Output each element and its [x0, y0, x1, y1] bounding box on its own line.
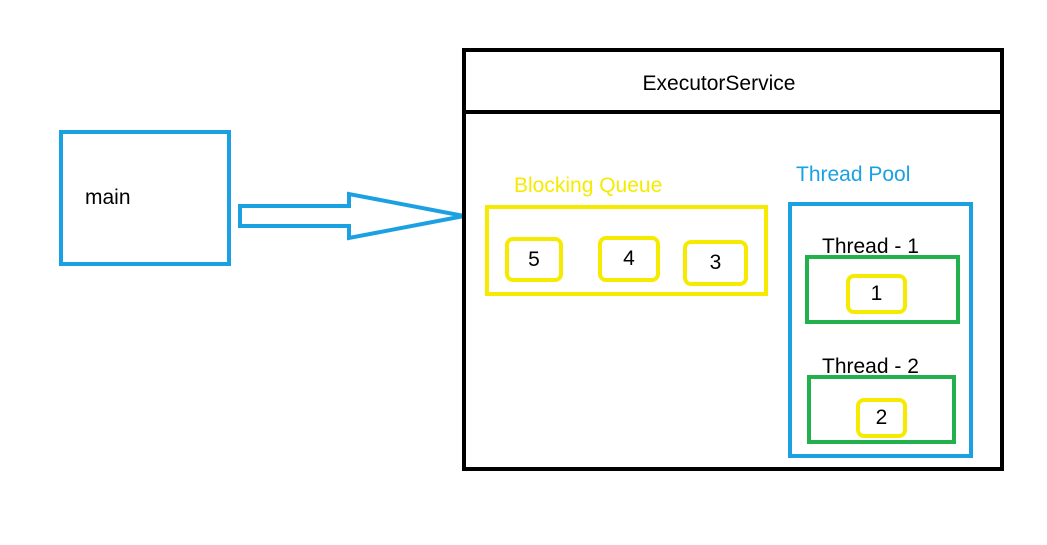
thread-2-task: 2	[856, 398, 907, 438]
thread-pool-box	[788, 202, 973, 458]
executor-service-divider	[462, 110, 1004, 114]
thread-1-task: 1	[846, 274, 907, 314]
queue-task: 4	[598, 236, 660, 282]
main-box	[59, 130, 231, 266]
executor-service-box	[462, 48, 1004, 471]
thread-1-label: Thread - 1	[822, 235, 919, 258]
queue-task: 3	[683, 240, 748, 286]
thread-2-label: Thread - 2	[822, 355, 919, 378]
executor-service-title: ExecutorService	[642, 72, 796, 95]
thread-1-box	[805, 255, 960, 324]
thread-2-box	[807, 375, 956, 444]
right-arrow-icon	[238, 191, 465, 241]
main-label: main	[85, 186, 131, 209]
thread-pool-label: Thread Pool	[796, 163, 911, 186]
blocking-queue-label: Blocking Queue	[514, 174, 663, 197]
blocking-queue-box	[485, 205, 768, 296]
queue-task: 5	[505, 237, 563, 282]
